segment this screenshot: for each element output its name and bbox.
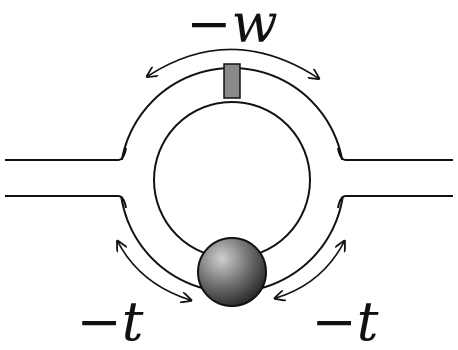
right-lead-top <box>337 147 453 161</box>
label-top-sign: − <box>186 0 231 55</box>
left-double-arrow-icon <box>118 242 190 300</box>
label-bottom-left-sign: − <box>77 290 122 350</box>
label-bottom-right-sign: − <box>312 290 357 350</box>
label-bottom-left-var: t <box>122 290 144 350</box>
label-bottom-right: −t <box>312 290 379 350</box>
label-bottom-left: −t <box>77 290 144 350</box>
label-top: −w <box>186 0 277 55</box>
particle-sphere-icon <box>197 237 267 307</box>
label-top-var: w <box>232 0 278 55</box>
barrier-tab <box>223 63 241 99</box>
right-lead-bottom <box>337 195 453 209</box>
label-bottom-right-var: t <box>357 290 379 350</box>
left-lead-top <box>5 147 127 161</box>
left-lead-bottom <box>5 195 127 209</box>
top-double-arrow-icon <box>148 48 318 78</box>
right-double-arrow-icon <box>276 242 344 298</box>
lead-openings <box>100 160 364 196</box>
leads <box>5 147 453 209</box>
